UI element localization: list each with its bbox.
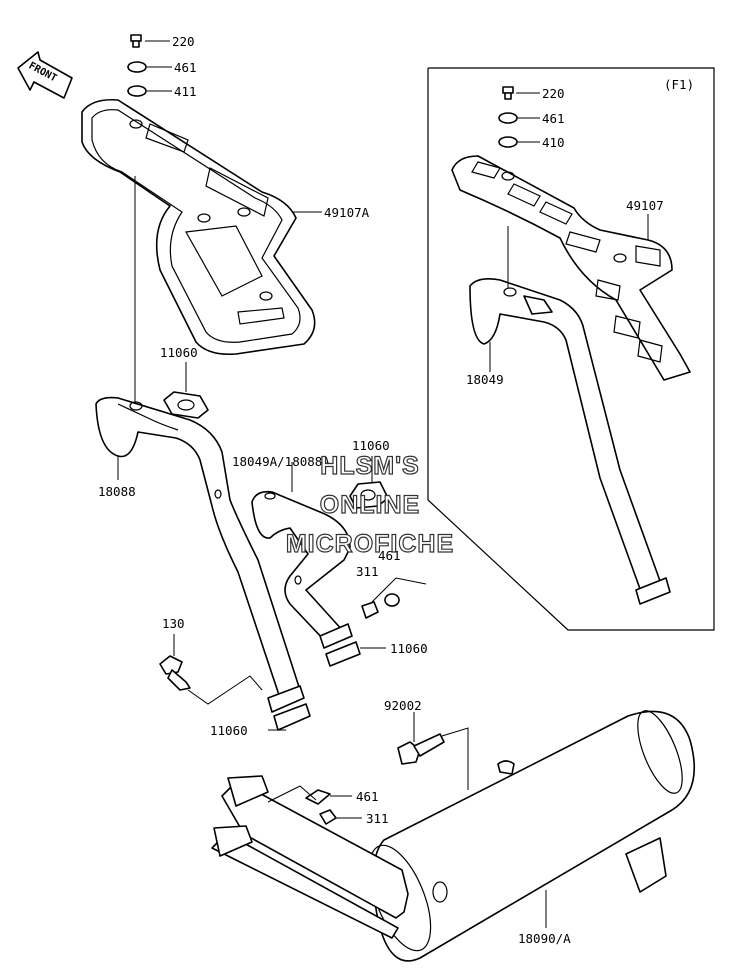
exhaust-pipe-18049A — [251, 490, 361, 667]
label-11060-c: 11060 — [390, 641, 428, 656]
bolt-220-b-icon — [502, 86, 514, 100]
muffler-18090 — [211, 710, 696, 962]
label-18090A: 18090/A — [518, 931, 571, 946]
washer-461-icon — [127, 61, 147, 73]
washer-461-b-icon — [384, 593, 400, 607]
washer-461-c-icon — [305, 789, 331, 805]
front-arrow-icon: FRONT — [17, 51, 73, 99]
nut-311-icon — [361, 601, 379, 619]
inset-frame — [427, 67, 715, 631]
label-461-c: 461 — [356, 789, 379, 804]
label-311-a: 311 — [356, 564, 379, 579]
label-11060-d: 11060 — [210, 723, 248, 738]
label-18049A: 18049A/18088A — [232, 454, 330, 469]
label-49107: 49107 — [626, 198, 664, 213]
watermark-line-3: MICROFICHE — [286, 530, 454, 558]
inset-tag: (F1) — [664, 77, 694, 92]
watermark-line-1: HLSM'S — [320, 452, 419, 480]
part-labels: 220 461 411 49107A 11060 18088 18049A/18… — [98, 34, 664, 946]
leader-lines — [117, 40, 649, 928]
label-461-d: 461 — [542, 111, 565, 126]
heat-shield-49107 — [451, 155, 691, 381]
exhaust-pipe-18088 — [95, 396, 311, 731]
washer-461-d-icon — [498, 112, 518, 124]
label-11060-a: 11060 — [160, 345, 198, 360]
label-220: 220 — [172, 34, 195, 49]
heat-shield-49107A — [81, 98, 316, 356]
label-411: 411 — [174, 84, 197, 99]
bolt-220-icon — [130, 34, 142, 48]
label-130: 130 — [162, 616, 185, 631]
label-461-b: 461 — [378, 548, 401, 563]
label-92002: 92002 — [384, 698, 422, 713]
bolt-92002-icon — [397, 733, 445, 765]
watermark-line-2: ONLINE — [320, 491, 420, 519]
nut-311-b-icon — [319, 809, 337, 825]
watermark: HLSM'S ONLINE MICROFICHE — [285, 451, 454, 558]
label-461: 461 — [174, 60, 197, 75]
exhaust-pipe-18049 — [469, 278, 671, 605]
label-18049: 18049 — [466, 372, 504, 387]
gasket-11060-icon — [163, 391, 209, 419]
gasket-11060-b-icon — [349, 481, 389, 509]
washer-410-icon — [498, 136, 518, 148]
label-49107A: 49107A — [324, 205, 370, 220]
label-11060-b: 11060 — [352, 438, 390, 453]
label-220-b: 220 — [542, 86, 565, 101]
bolt-130-icon — [159, 655, 191, 691]
label-18088: 18088 — [98, 484, 136, 499]
washer-411-icon — [127, 85, 147, 97]
label-410: 410 — [542, 135, 565, 150]
label-311-b: 311 — [366, 811, 389, 826]
